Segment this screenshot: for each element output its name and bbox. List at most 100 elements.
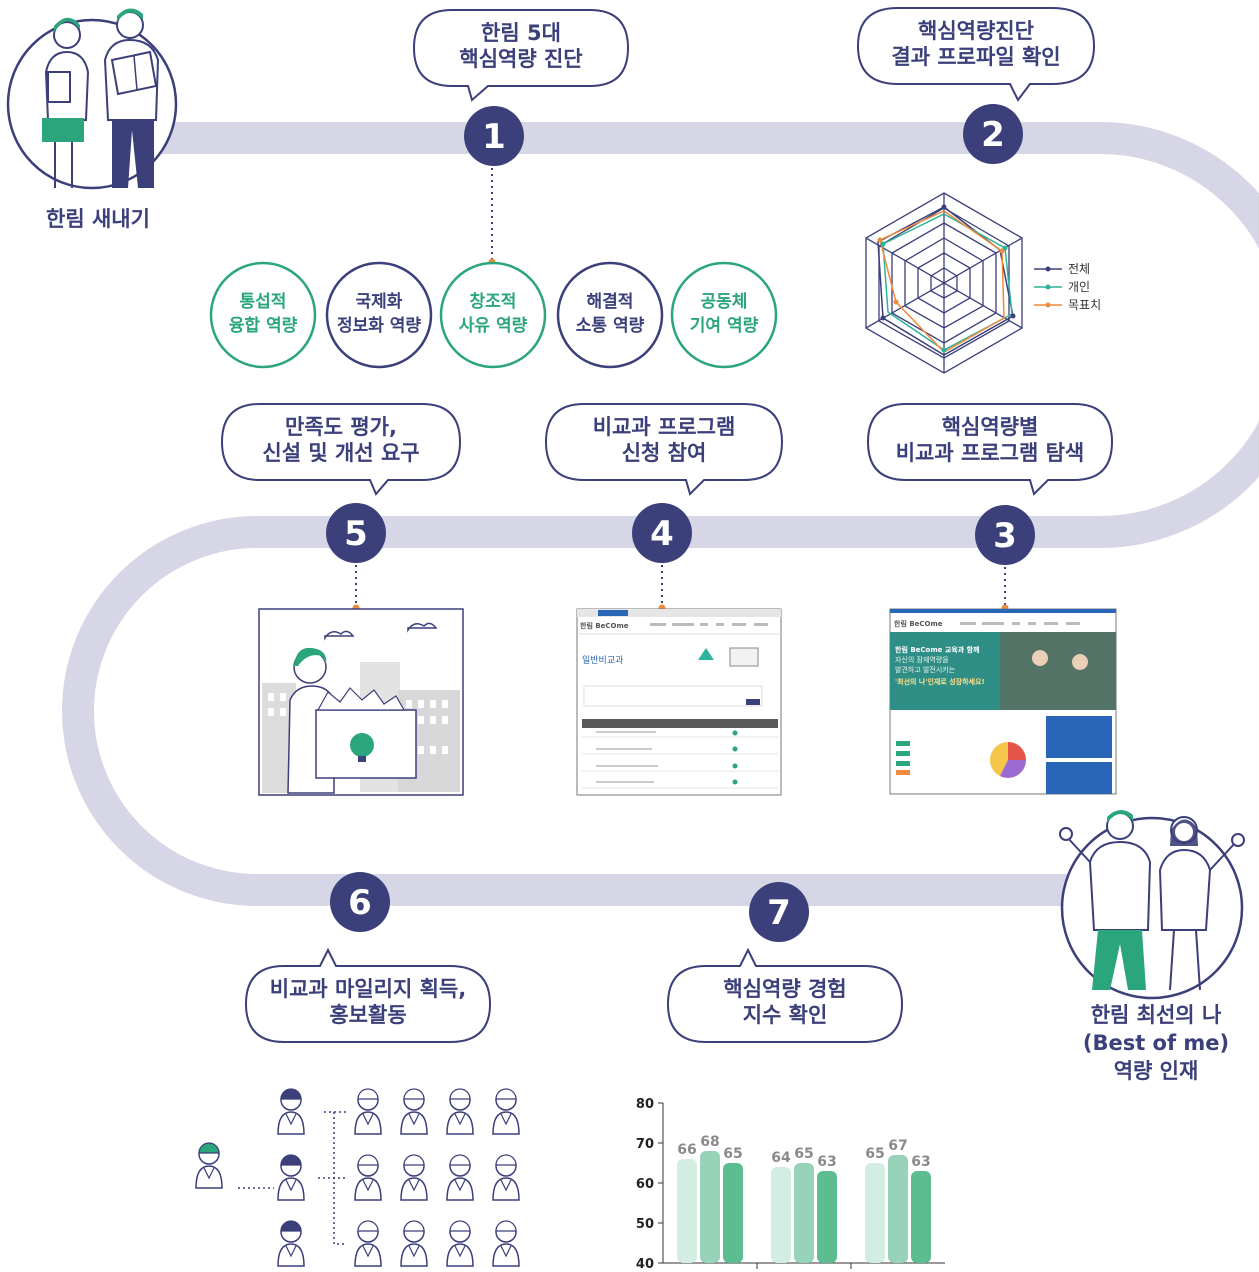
step-5-marker: 5 [326, 503, 386, 563]
svg-text:정보화 역량: 정보화 역량 [337, 316, 421, 336]
step-5-bubble: 만족도 평가, 신설 및 개선 요구 [220, 403, 462, 496]
homepage-screenshot: 한림 BeCOme 한림 BeCome 교육과 함께 자신의 잠재역량을 발견하… [889, 608, 1117, 795]
step-6-bubble: 비교과 마일리지 획득, 홍보활동 [244, 947, 492, 1043]
program-list-screenshot: 한림 BeCOme 일반비교과 [576, 608, 782, 796]
svg-text:한림 5대: 한림 5대 [481, 21, 561, 45]
svg-text:핵심역량진단: 핵심역량진단 [918, 19, 1034, 43]
person-icon-member-2-1 [354, 1154, 382, 1201]
svg-text:비교과 프로그램 탐색: 비교과 프로그램 탐색 [896, 441, 1085, 465]
person-icon-lead-1 [277, 1088, 305, 1135]
people-network [195, 1088, 520, 1267]
svg-text:해결적: 해결적 [587, 292, 634, 312]
svg-text:4: 4 [650, 514, 674, 554]
person-icon-member-1-4 [492, 1088, 520, 1135]
person-icon-member-3-1 [354, 1220, 382, 1267]
svg-text:일반비교과: 일반비교과 [582, 655, 623, 666]
end-label-line1: 한림 최선의 나 [1091, 1003, 1222, 1027]
legend-total: 전체 [1034, 262, 1090, 276]
svg-text:소통 역량: 소통 역량 [576, 316, 645, 336]
svg-text:사유 역량: 사유 역량 [459, 316, 528, 336]
bar-group-3-series-3 [911, 1171, 931, 1263]
svg-text:'최선의 나'인재로 성장하세요!: '최선의 나'인재로 성장하세요! [895, 677, 985, 686]
svg-text:전체: 전체 [1068, 262, 1090, 276]
svg-text:신청 참여: 신청 참여 [622, 441, 707, 465]
svg-text:한림 BeCOme: 한림 BeCOme [580, 621, 629, 630]
bar-group-3-series-2 [888, 1155, 908, 1263]
svg-text:핵심역량별: 핵심역량별 [942, 415, 1039, 439]
end-label-line2: (Best of me) [1083, 1031, 1229, 1055]
y-tick-label: 40 [636, 1257, 654, 1272]
svg-text:창조적: 창조적 [470, 292, 517, 312]
person-icon-member-3-2 [400, 1220, 428, 1267]
connectors [355, 168, 1006, 606]
step-1-bubble: 한림 5대 핵심역량 진단 [412, 9, 630, 102]
step-3-bubble: 핵심역량별 비교과 프로그램 탐색 [866, 403, 1114, 496]
step-2-bubble: 핵심역량진단 결과 프로파일 확인 [856, 7, 1096, 102]
step-2-marker: 2 [963, 104, 1023, 164]
y-tick-label: 80 [636, 1097, 654, 1112]
svg-text:결과 프로파일 확인: 결과 프로파일 확인 [891, 45, 1060, 69]
person-icon-center [195, 1142, 223, 1189]
legend-personal: 개인 [1034, 280, 1090, 294]
svg-text:발견하고 발전시키는: 발견하고 발전시키는 [895, 665, 956, 674]
bar-data-label: 65 [794, 1146, 813, 1162]
bar-data-label: 63 [911, 1154, 930, 1170]
bar-data-label: 66 [677, 1142, 696, 1158]
competency-changjo: 창조적 사유 역량 [439, 261, 547, 369]
svg-text:기여 역량: 기여 역량 [690, 316, 759, 336]
svg-text:1: 1 [482, 117, 506, 157]
svg-text:5: 5 [344, 514, 368, 554]
y-tick-label: 50 [636, 1217, 654, 1232]
step-6-marker: 6 [330, 872, 390, 932]
bar-data-label: 63 [817, 1154, 836, 1170]
person-icon-member-2-3 [446, 1154, 474, 1201]
svg-text:7: 7 [767, 893, 791, 933]
bar-data-label: 65 [865, 1146, 884, 1162]
bar-group-1-series-1 [677, 1159, 697, 1263]
competency-tongseop: 통섭적 융합 역량 [209, 261, 317, 369]
competency-gongdongche: 공동체 기여 역량 [670, 261, 778, 369]
svg-text:비교과 마일리지 획득,: 비교과 마일리지 획득, [270, 977, 466, 1001]
svg-text:목표치: 목표치 [1068, 298, 1101, 312]
svg-text:자신의 잠재역량을: 자신의 잠재역량을 [895, 655, 949, 664]
svg-text:홍보활동: 홍보활동 [329, 1003, 406, 1027]
step-1-marker: 1 [464, 106, 524, 166]
bar-group-2-series-2 [794, 1163, 814, 1263]
radar-legend: 전체 개인 목표치 [1034, 262, 1101, 312]
bar-data-label: 65 [723, 1146, 742, 1162]
svg-text:한림 BeCOme: 한림 BeCOme [894, 619, 943, 628]
satisfaction-illustration [258, 608, 464, 796]
svg-text:통섭적: 통섭적 [240, 292, 287, 312]
competency-gukjehwa: 국제화 정보화 역량 [325, 261, 433, 369]
svg-text:신설 및 개선 요구: 신설 및 개선 요구 [262, 441, 419, 465]
person-icon-member-2-2 [400, 1154, 428, 1201]
person-icon-member-1-1 [354, 1088, 382, 1135]
svg-text:6: 6 [348, 883, 372, 923]
svg-text:개인: 개인 [1068, 280, 1090, 294]
person-icon-member-3-4 [492, 1220, 520, 1267]
bar-data-label: 67 [888, 1138, 907, 1154]
step-4-marker: 4 [632, 503, 692, 563]
svg-text:핵심역량 경험: 핵심역량 경험 [723, 977, 846, 1001]
start-illustration [6, 8, 178, 190]
svg-text:국제화: 국제화 [356, 292, 403, 312]
person-icon-lead-2 [277, 1154, 305, 1201]
bar-group-3-series-1 [865, 1163, 885, 1263]
svg-text:만족도 평가,: 만족도 평가, [285, 415, 397, 439]
svg-text:핵심역량 진단: 핵심역량 진단 [459, 47, 582, 71]
svg-text:융합 역량: 융합 역량 [229, 315, 298, 336]
svg-text:공동체: 공동체 [701, 292, 748, 312]
svg-text:2: 2 [981, 115, 1005, 155]
end-label-line3: 역량 인재 [1114, 1059, 1199, 1083]
person-icon-member-2-4 [492, 1154, 520, 1201]
y-tick-label: 70 [636, 1137, 654, 1152]
end-illustration [1059, 809, 1245, 1000]
legend-target: 목표치 [1034, 298, 1101, 312]
person-icon-member-1-3 [446, 1088, 474, 1135]
process-track [62, 122, 1259, 906]
step-3-marker: 3 [975, 505, 1035, 565]
svg-text:3: 3 [993, 516, 1017, 556]
competency-haegyeol: 해결적 소통 역량 [556, 261, 664, 369]
